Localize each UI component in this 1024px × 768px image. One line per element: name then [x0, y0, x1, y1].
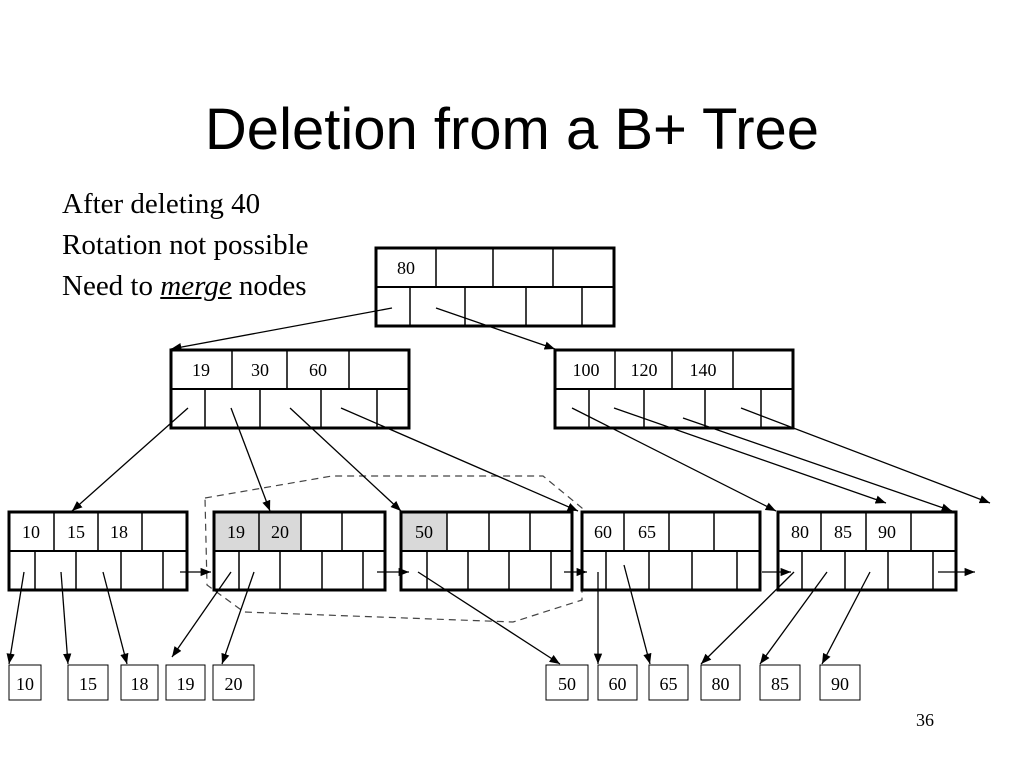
record-frame — [212, 664, 255, 701]
note-line-3: Need to merge nodes — [62, 266, 309, 307]
node-key-label: 60 — [594, 522, 612, 542]
pointer-arrow — [289, 407, 402, 512]
pointer-arrow — [613, 407, 887, 504]
record-box: 10 — [8, 664, 42, 701]
node-key-label: 60 — [309, 360, 327, 380]
node-key-label: 80 — [397, 258, 415, 278]
leaf-node: 50 — [399, 510, 574, 592]
node-key-label: 65 — [638, 522, 656, 542]
record-box: 80 — [700, 664, 741, 701]
record-frame — [545, 664, 589, 701]
record-label: 19 — [177, 674, 195, 694]
slide-title: Deletion from a B+ Tree — [204, 97, 820, 162]
record-frame — [819, 664, 861, 701]
node-key-label: 85 — [834, 522, 852, 542]
internal-node-right: 100 120 140 — [553, 348, 795, 430]
node-key-label: 10 — [22, 522, 40, 542]
pointer-arrow — [71, 407, 189, 512]
highlighted-key-cell — [214, 512, 259, 551]
node-key-label: 140 — [690, 360, 717, 380]
pointer-arrow — [6, 571, 25, 665]
root-node: 80 — [374, 246, 616, 328]
record-box: 65 — [648, 664, 689, 701]
pointer-arrow — [700, 571, 795, 665]
highlighted-key-cell — [401, 512, 447, 551]
record-label: 90 — [831, 674, 849, 694]
pointer-arrow — [340, 407, 579, 512]
record-label: 15 — [79, 674, 97, 694]
pointer-arrow — [417, 571, 561, 665]
pointer-arrow — [102, 571, 129, 665]
pointer-arrow — [60, 571, 72, 665]
node-key-label: 100 — [573, 360, 600, 380]
record-box: 85 — [759, 664, 801, 701]
record-frame — [165, 664, 206, 701]
pointer-arrow — [740, 407, 991, 504]
leaf-node: 10 15 18 — [7, 510, 189, 592]
node-key-label: 30 — [251, 360, 269, 380]
pointer-arrow — [171, 571, 232, 658]
slide-notes: After deleting 40 Rotation not possible … — [62, 184, 309, 307]
node-key-label: 15 — [67, 522, 85, 542]
pointer-arrow — [435, 307, 556, 350]
note-line-1: After deleting 40 — [62, 188, 261, 220]
pointer-arrow — [759, 571, 828, 665]
node-key-label: 80 — [791, 522, 809, 542]
record-label: 10 — [16, 674, 34, 694]
record-frame — [8, 664, 42, 701]
node-key-label: 19 — [227, 522, 245, 542]
record-frame — [700, 664, 741, 701]
record-box: 60 — [597, 664, 638, 701]
record-label: 85 — [771, 674, 789, 694]
node-key-label: 19 — [192, 360, 210, 380]
node-key-label: 90 — [878, 522, 896, 542]
record-box: 20 — [212, 664, 255, 701]
pointer-arrow — [221, 571, 255, 665]
record-frame — [120, 664, 159, 701]
node-key-label: 20 — [271, 522, 289, 542]
record-frame — [648, 664, 689, 701]
leaf-node: 80 85 90 — [776, 510, 958, 592]
node-key-label: 120 — [631, 360, 658, 380]
pointer-arrow — [623, 564, 652, 665]
record-box: 15 — [67, 664, 109, 701]
record-box: 90 — [819, 664, 861, 701]
record-frame — [67, 664, 109, 701]
node-key-label: 18 — [110, 522, 128, 542]
note-line-2: Rotation not possible — [62, 229, 309, 261]
pointer-arrow — [821, 571, 871, 665]
merge-region-outline — [204, 475, 583, 623]
record-box: 19 — [165, 664, 206, 701]
highlighted-key-cell — [259, 512, 301, 551]
internal-node-left: 19 30 60 — [169, 348, 411, 430]
record-label: 18 — [131, 674, 149, 694]
record-box: 18 — [120, 664, 159, 701]
record-label: 50 — [558, 674, 576, 694]
record-label: 65 — [660, 674, 678, 694]
pointer-arrow — [571, 407, 777, 512]
record-label: 60 — [609, 674, 627, 694]
pointer-arrow — [170, 307, 393, 352]
record-box: 50 — [545, 664, 589, 701]
note-line-3-prefix: Need to — [62, 270, 161, 302]
pointer-arrow — [230, 407, 271, 512]
record-label: 80 — [712, 674, 730, 694]
note-merge-emphasis: merge — [160, 270, 232, 302]
record-frame — [597, 664, 638, 701]
leaf-node: 60 65 — [580, 510, 762, 592]
note-line-3-suffix: nodes — [231, 270, 307, 302]
record-label: 20 — [225, 674, 243, 694]
node-key-label: 50 — [415, 522, 433, 542]
pointer-arrow — [682, 417, 953, 512]
record-frame — [759, 664, 801, 701]
page-number: 36 — [916, 710, 934, 730]
